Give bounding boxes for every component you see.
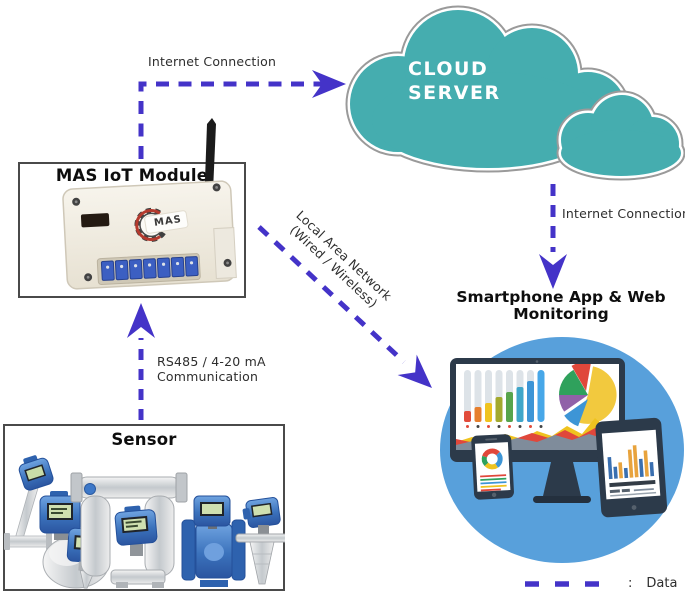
label-internet-connection-top: Internet Connection [148, 54, 277, 69]
label-rs485-line2: Communication [157, 369, 259, 384]
sensor-coriolis-flowmeter [70, 472, 188, 588]
module-side-panel [213, 227, 237, 280]
dashboard-bar-chart [464, 370, 545, 428]
legend-label: Data [646, 576, 678, 591]
legend-separator: : [628, 576, 633, 591]
sensor-probe-transmitter [4, 455, 54, 550]
terminal-strip [96, 253, 201, 286]
cloud-server-label: CLOUD SERVER [408, 57, 501, 105]
cloud-label-line1: CLOUD [408, 58, 489, 80]
legend: : Data [628, 576, 677, 591]
iot-module-photo [62, 118, 237, 290]
monitoring-title-line1: Smartphone App & Web [456, 288, 666, 306]
arrowhead-down [539, 254, 567, 289]
sensor-radar-level [235, 497, 285, 585]
arrow-cloud-to-monitoring [539, 184, 567, 289]
arrow-module-to-monitoring [257, 225, 432, 388]
monitoring-illustration [440, 337, 684, 563]
arrowhead-up [127, 303, 155, 338]
corner-screws [72, 183, 232, 282]
arrowhead-diagonal [397, 354, 432, 388]
tablet-text-lines [609, 479, 657, 497]
phone-donut-chart [481, 448, 503, 470]
label-rs485-line1: RS485 / 4-20 mA [157, 354, 266, 369]
label-rs485: RS485 / 4-20 mA Communication [157, 354, 266, 384]
sensor-photo [4, 455, 285, 589]
dashboard-pie-chart [559, 364, 617, 427]
monitoring-title: Smartphone App & Web Monitoring [436, 289, 685, 323]
module-display-slot [80, 213, 110, 228]
mas-gear-logo [134, 207, 189, 242]
monitoring-title-line2: Monitoring [513, 305, 609, 323]
tablet-icon [595, 417, 668, 518]
label-internet-connection-right: Internet Connection [562, 206, 685, 221]
sensor-title: Sensor [111, 430, 177, 449]
arrowhead-right [312, 70, 346, 98]
arrow-module-to-cloud [138, 70, 346, 159]
phone-text-lines [480, 474, 507, 492]
cloud-server-icon [350, 10, 681, 176]
iot-module-title: MAS IoT Module [55, 166, 209, 185]
monitor-stand [543, 462, 581, 496]
sensor-magnetic-flowmeter [181, 495, 246, 587]
tablet-bar-chart [607, 445, 655, 480]
cloud-label-line2: SERVER [408, 82, 501, 104]
smartphone-icon [471, 434, 514, 500]
arrow-sensor-to-module [127, 303, 155, 420]
